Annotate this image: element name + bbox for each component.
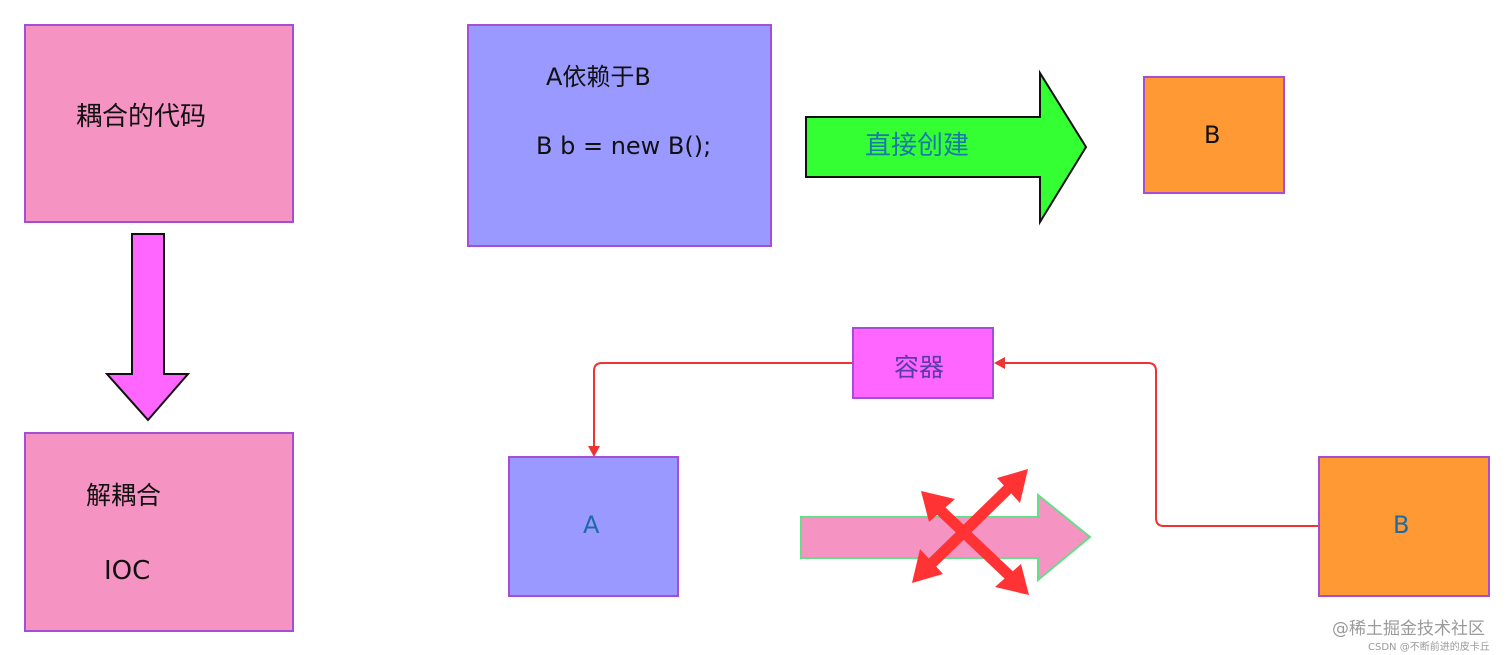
forbidden-cross-icon <box>912 469 1029 595</box>
top-box-b <box>1143 76 1285 194</box>
bottom-box-b <box>1318 456 1490 597</box>
arrowhead-to-a <box>588 446 600 457</box>
bottom-box-a <box>508 456 679 597</box>
decoupled-label: 解耦合 <box>86 481 162 510</box>
watermark-sub: CSDN @不断前进的皮卡丘 <box>1368 642 1490 653</box>
watermark-main: @稀土掘金技术社区 <box>1332 619 1485 639</box>
decoupled-box <box>24 432 294 632</box>
down-arrow <box>104 233 191 422</box>
container-box <box>852 327 994 399</box>
box-a-depends-b <box>467 24 772 247</box>
box-a-code: B b = new B(); <box>536 132 712 160</box>
direct-create-arrow <box>805 69 1088 226</box>
ioc-label: IOC <box>104 556 151 586</box>
arrowhead-to-container <box>994 357 1005 369</box>
direct-create-label: 直接创建 <box>865 131 970 161</box>
box-a-title: A依赖于B <box>546 63 651 91</box>
coupled-code-label: 耦合的代码 <box>76 102 207 132</box>
bottom-box-b-label: B <box>1393 511 1410 539</box>
container-label: 容器 <box>894 353 945 382</box>
container-connectors <box>593 362 1319 527</box>
coupled-code-box <box>24 24 294 223</box>
bottom-box-a-label: A <box>583 511 600 539</box>
blocked-arrow <box>800 492 1092 583</box>
top-box-b-label: B <box>1204 121 1221 149</box>
